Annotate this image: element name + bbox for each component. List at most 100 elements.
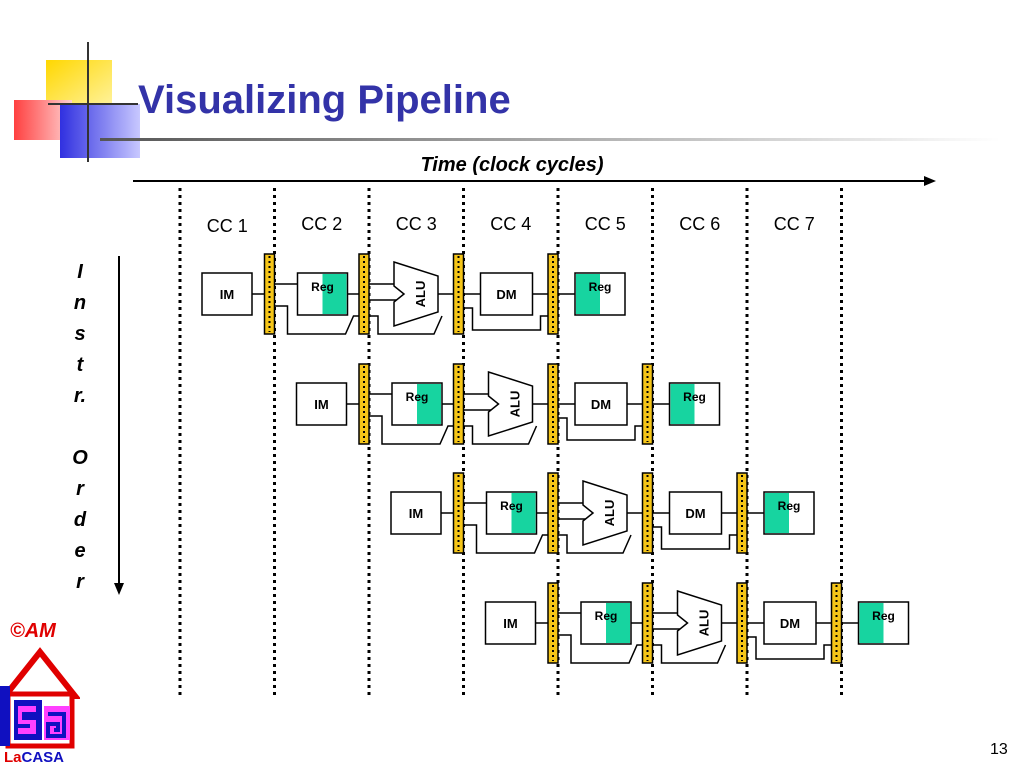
pipeline-register-latch <box>641 472 654 554</box>
order-axis-char: n <box>74 292 86 314</box>
stage-label: Reg <box>406 390 429 404</box>
instruction-row: IM Reg ALU DM Reg <box>295 363 721 445</box>
stage-label: Reg <box>589 280 612 294</box>
cycle-label: CC 7 <box>774 214 815 234</box>
register-file-write: Reg <box>574 272 626 316</box>
data-memory: DM <box>668 491 723 535</box>
datapath-wire <box>747 636 832 660</box>
alu-unit: ALU <box>487 370 534 438</box>
order-axis-char: s <box>74 323 85 345</box>
stage-label: DM <box>685 506 705 521</box>
instruction-row: IM Reg ALU DM Reg <box>201 253 626 335</box>
stage-label: DM <box>780 616 800 631</box>
time-axis-label: Time (clock cycles) <box>420 154 603 176</box>
datapath-wire <box>463 425 538 445</box>
pipeline-register-latch <box>641 582 654 664</box>
datapath-wire <box>652 526 737 550</box>
stage-label: ALU <box>413 281 428 308</box>
datapath-wire <box>369 415 454 445</box>
pipeline-register-latch <box>547 582 559 664</box>
pipeline-register-latch <box>641 363 654 445</box>
datapath-wire <box>558 634 643 664</box>
datapath-wire <box>652 644 727 664</box>
alu-unit: ALU <box>582 479 628 547</box>
copyright-text: ©AM <box>10 620 56 642</box>
register-file-read: Reg <box>391 382 443 426</box>
cycle-label: CC 1 <box>207 216 248 236</box>
pipeline-register-latch <box>736 582 748 664</box>
pipeline-register-latch <box>547 253 559 335</box>
cycle-label: CC 6 <box>679 214 720 234</box>
instruction-row: IM Reg ALU DM Reg <box>390 472 815 554</box>
stage-label: Reg <box>595 609 618 623</box>
cycle-label: CC 2 <box>301 214 342 234</box>
order-axis-char: e <box>74 540 85 562</box>
pipeline-register-latch <box>452 363 465 445</box>
instruction-row: IM Reg ALU DM Reg <box>484 582 910 664</box>
logo-text-la: La <box>4 749 22 766</box>
register-file-read: Reg <box>485 491 538 535</box>
cycle-label: CC 4 <box>490 214 531 234</box>
pipeline-register-latch <box>452 253 465 335</box>
pipeline-register-latch <box>452 472 465 554</box>
stage-label: Reg <box>311 280 334 294</box>
time-axis-arrowhead <box>924 176 936 186</box>
stage-label: IM <box>503 616 517 631</box>
alu-unit: ALU <box>393 260 439 328</box>
pipeline-register-latch <box>547 363 559 445</box>
pipeline-register-latch <box>263 253 276 335</box>
instruction-memory: IM <box>484 601 537 645</box>
order-axis-char: O <box>72 447 88 469</box>
stage-label: ALU <box>508 391 523 418</box>
cycle-label: CC 5 <box>585 214 626 234</box>
cycle-labels: CC 1 CC 2 CC 3 CC 4 CC 5 CC 6 CC 7 <box>207 214 815 236</box>
cycle-label: CC 3 <box>396 214 437 234</box>
pipeline-register-latch <box>547 472 559 554</box>
register-file-read: Reg <box>296 272 349 316</box>
stage-label: Reg <box>872 609 895 623</box>
instruction-memory: IM <box>201 272 253 316</box>
datapath-wire <box>369 315 443 335</box>
order-axis-char: r. <box>74 385 86 407</box>
stage-label: Reg <box>683 390 706 404</box>
pipeline-register-latch <box>736 472 748 554</box>
instruction-memory: IM <box>390 491 442 535</box>
logo-text-casa: CASA <box>21 749 65 766</box>
lacasa-logo-text: LaCASA <box>4 749 64 766</box>
datapath-wire <box>463 307 548 331</box>
register-file-read: Reg <box>580 601 632 645</box>
datapath-wire <box>558 534 632 554</box>
datapath-wire <box>558 417 643 441</box>
datapath-wire <box>274 305 359 335</box>
order-axis-char: r <box>76 571 85 593</box>
order-axis-char: r <box>76 478 85 500</box>
order-axis-arrowhead <box>114 583 124 595</box>
slide-title: Visualizing Pipeline <box>138 78 511 122</box>
order-axis-char: t <box>77 354 85 376</box>
order-axis-char: d <box>74 509 87 531</box>
datapath-wire <box>463 524 548 554</box>
stage-label: IM <box>409 506 423 521</box>
stage-label: ALU <box>602 500 617 527</box>
pipeline-register-latch <box>358 253 370 335</box>
stage-label: IM <box>220 287 234 302</box>
stage-label: Reg <box>500 499 523 513</box>
lacasa-logo <box>0 647 80 749</box>
pipeline-register-latch <box>830 582 843 664</box>
instruction-memory: IM <box>295 382 348 426</box>
title-underline <box>100 138 1000 141</box>
data-memory: DM <box>479 272 534 316</box>
register-file-write: Reg <box>763 491 815 535</box>
data-memory: DM <box>763 601 817 645</box>
data-memory: DM <box>574 382 628 426</box>
pipeline-register-latch <box>358 363 370 445</box>
alu-unit: ALU <box>676 589 723 657</box>
page-number: 13 <box>990 741 1008 758</box>
register-file-write: Reg <box>668 382 721 426</box>
order-axis-char: I <box>77 261 83 283</box>
stage-label: Reg <box>778 499 801 513</box>
